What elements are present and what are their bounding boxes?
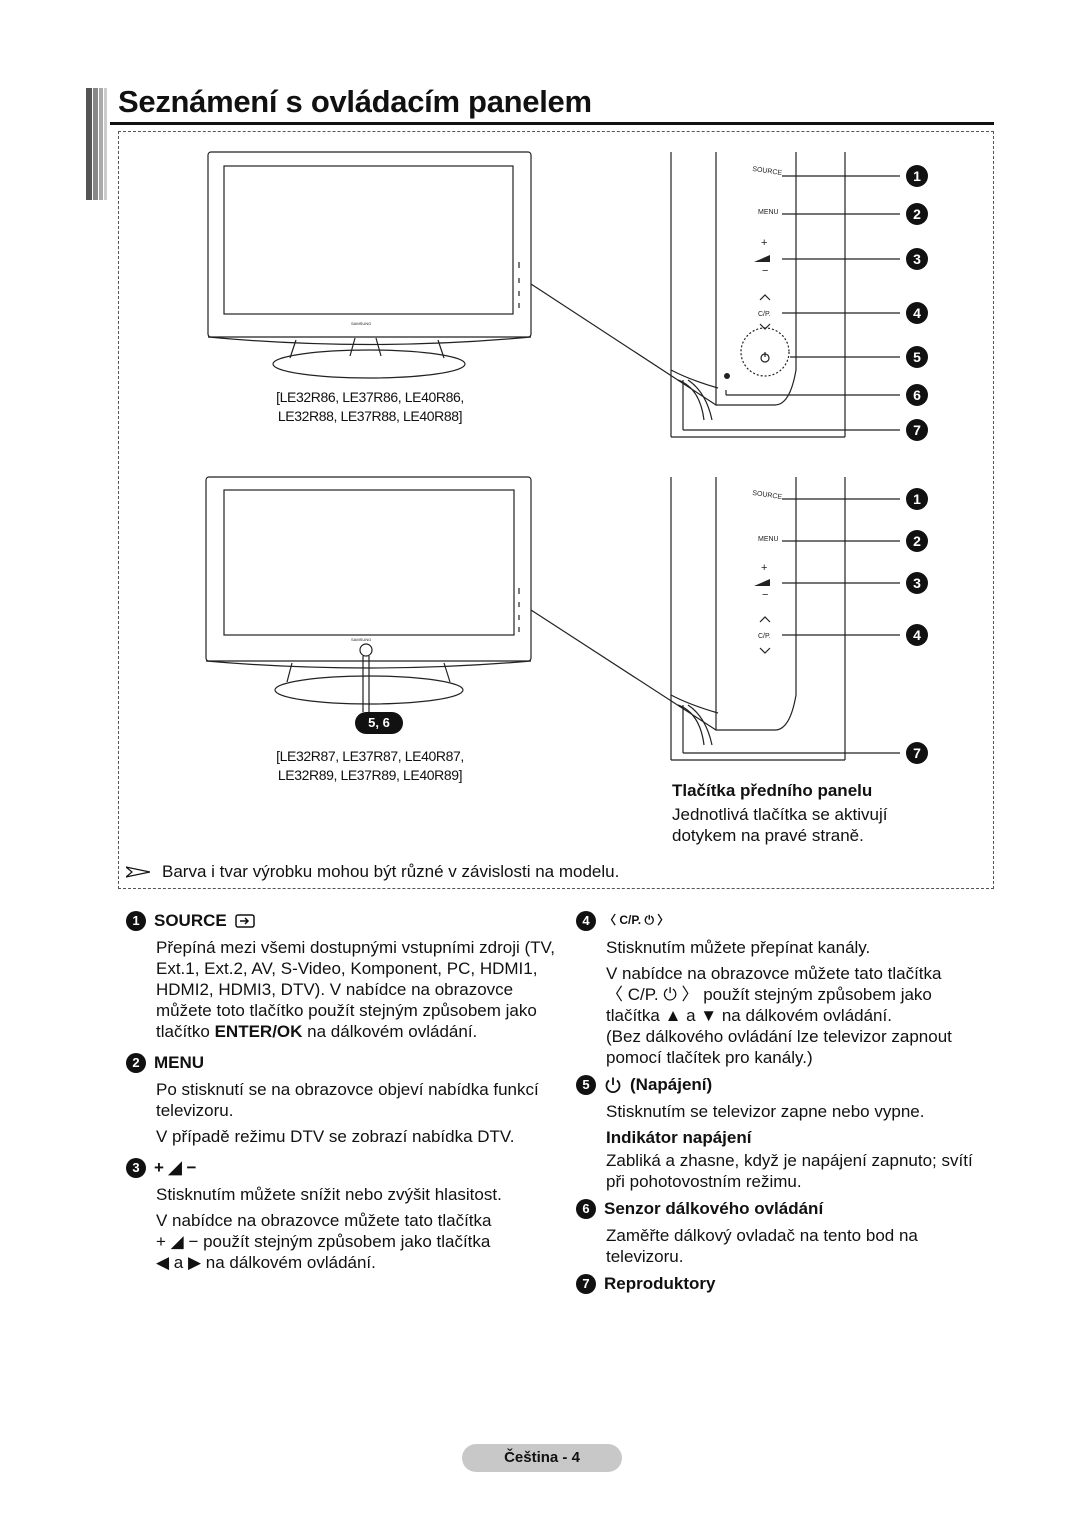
illustration-frame — [118, 131, 994, 889]
note-text: Barva i tvar výrobku mohou být různé v z… — [162, 862, 620, 881]
callout-7-top: 7 — [906, 419, 928, 441]
svg-text:+: + — [761, 237, 767, 249]
item-power-body: Stisknutím se televizor zapne nebo vypne… — [606, 1102, 925, 1121]
power-indicator-body: Zabliká a zhasne, když je napájení zapnu… — [606, 1151, 973, 1191]
item-label: Reproduktory — [604, 1274, 716, 1293]
callout-3-bottom: 3 — [906, 572, 928, 594]
left-column: 1 SOURCE Přepíná mezi všemi dostupnými v… — [126, 904, 566, 1278]
item-label: (Napájení) — [630, 1075, 713, 1094]
callout-6-top: 6 — [906, 384, 928, 406]
panel-top-drawing — [670, 152, 900, 438]
svg-text:+: + — [761, 562, 767, 574]
callout-4-bottom: 4 — [906, 624, 928, 646]
source-label-top: SOURCE — [752, 166, 783, 177]
item-number: 5 — [576, 1074, 596, 1095]
tv-top-drawing — [207, 151, 717, 406]
menu-label-top: MENU — [758, 209, 779, 216]
item-number: 4 — [576, 910, 596, 931]
item-label: 〈 C/P. ⏻ 〉 — [604, 913, 670, 927]
item-number: 6 — [576, 1198, 596, 1219]
item-channel-body: Stisknutím můžete přepínat kanály. V nab… — [606, 938, 952, 1067]
item-power: 5 (Napájení) — [576, 1074, 996, 1095]
front-panel-desc: Jednotlivá tlačítka se aktivují dotykem … — [672, 805, 888, 845]
callout-2-bottom: 2 — [906, 530, 928, 552]
item-sensor-body: Zaměřte dálkový ovladač na tento bod na … — [606, 1226, 918, 1266]
item-channel: 4 〈 C/P. ⏻ 〉 — [576, 910, 996, 931]
item-volume-body: Stisknutím můžete snížit nebo zvýšit hla… — [156, 1185, 502, 1272]
callout-3-top: 3 — [906, 248, 928, 270]
brand-top: SAMSUNG — [351, 321, 371, 326]
menu-label-bottom: MENU — [758, 536, 779, 543]
item-label: Senzor dálkového ovládání — [604, 1199, 824, 1218]
cp-label-top: C/P. — [758, 311, 771, 318]
power-icon — [605, 1077, 621, 1093]
svg-text:−: − — [762, 265, 768, 277]
item-sensor: 6 Senzor dálkového ovládání — [576, 1198, 996, 1219]
item-speakers: 7 Reproduktory — [576, 1273, 996, 1294]
callout-5-top: 5 — [906, 346, 928, 368]
svg-text:−: − — [762, 589, 768, 601]
page-footer: Čeština - 4 — [462, 1444, 622, 1472]
caption-bottom-models: [LE32R87, LE37R87, LE40R87, LE32R89, LE3… — [276, 748, 464, 783]
item-volume: 3 + ◢ − — [126, 1157, 566, 1178]
caption-top-models: [LE32R86, LE37R86, LE40R86, LE32R88, LE3… — [276, 389, 464, 424]
item-label: MENU — [154, 1053, 205, 1072]
note: Barva i tvar výrobku mohou být různé v z… — [126, 862, 619, 882]
callout-2-top: 2 — [906, 203, 928, 225]
item-menu: 2 MENU — [126, 1052, 566, 1073]
item-source: 1 SOURCE — [126, 910, 566, 931]
right-column: 4 〈 C/P. ⏻ 〉 Stisknutím můžete přepínat … — [576, 904, 996, 1294]
note-arrow-icon — [126, 866, 150, 878]
callout-1-top: 1 — [906, 165, 928, 187]
title-decoration — [86, 88, 108, 200]
power-indicator-heading: Indikátor napájení — [606, 1128, 752, 1147]
item-number: 7 — [576, 1273, 596, 1294]
source-label-bottom: SOURCE — [752, 490, 783, 501]
panel-bottom-drawing — [670, 477, 900, 761]
callout-1-bottom: 1 — [906, 488, 928, 510]
title-rule — [110, 122, 994, 125]
brand-bottom: SAMSUNG — [351, 637, 371, 642]
item-source-body: Přepíná mezi všemi dostupnými vstupními … — [156, 938, 556, 1041]
tv-bottom-drawing — [205, 476, 717, 731]
item-menu-body: Po stisknutí se na obrazovce objeví nabí… — [156, 1080, 539, 1146]
tv-illustration: SOURCE MENU C/P. SOURCE MENU C/P. SAMSUN… — [205, 151, 900, 761]
front-panel-title: Tlačítka předního panelu — [672, 781, 873, 800]
page-title: Seznámení s ovládacím panelem — [118, 84, 592, 119]
item-number: 2 — [126, 1052, 146, 1073]
cp-label-bottom: C/P. — [758, 633, 771, 640]
source-icon — [234, 913, 255, 928]
callout-5-6: 5, 6 — [355, 712, 403, 734]
item-label: SOURCE — [154, 911, 227, 930]
callout-4-top: 4 — [906, 302, 928, 324]
callout-7-bottom: 7 — [906, 742, 928, 764]
item-label: + ◢ − — [154, 1158, 197, 1177]
item-number: 3 — [126, 1157, 146, 1178]
item-number: 1 — [126, 910, 146, 931]
